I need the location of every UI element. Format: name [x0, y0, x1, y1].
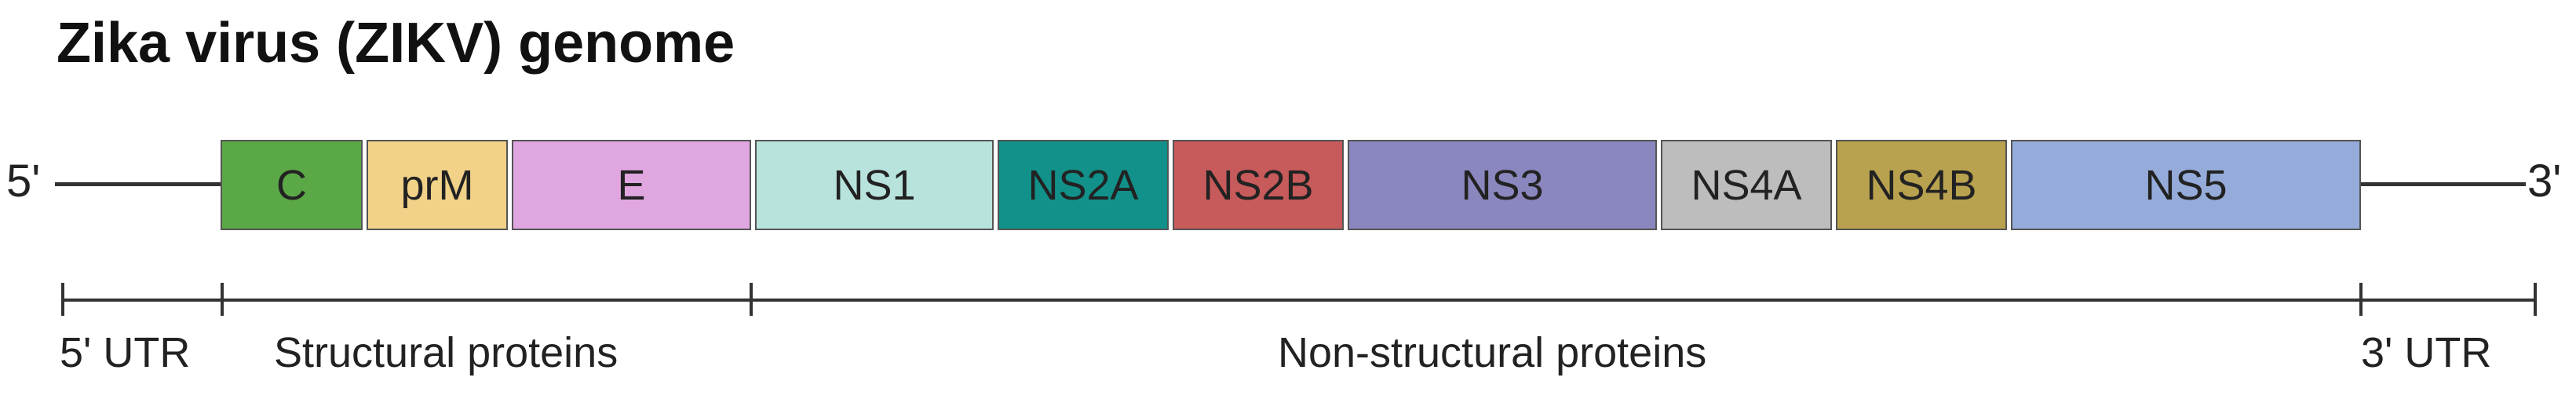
axis-tick-start [61, 283, 64, 316]
gene-ns5: NS5 [2011, 140, 2361, 230]
gene-ns4a: NS4A [1661, 140, 1832, 230]
gene-prm: prM [367, 140, 508, 230]
diagram-title: Zika virus (ZIKV) genome [57, 12, 735, 75]
region-label-structural-proteins: Structural proteins [274, 329, 618, 376]
three-prime-utr-line [2361, 182, 2526, 186]
five-prime-utr-line [55, 182, 221, 186]
five-prime-end-label: 5' [6, 156, 41, 207]
axis-tick-nonstructural-end [2359, 283, 2363, 316]
region-axis [61, 299, 2537, 302]
axis-tick-nonstructural-start [750, 283, 753, 316]
gene-ns4b: NS4B [1836, 140, 2007, 230]
gene-ns2b: NS2B [1173, 140, 1344, 230]
gene-ns3: NS3 [1348, 140, 1657, 230]
gene-ns1: NS1 [755, 140, 994, 230]
region-label-three-prime-utr: 3' UTR [2361, 329, 2492, 376]
axis-tick-structural-start [221, 283, 224, 316]
region-label-five-prime-utr: 5' UTR [60, 329, 191, 376]
gene-c: C [221, 140, 363, 230]
gene-e: E [512, 140, 751, 230]
three-prime-end-label: 3' [2527, 156, 2562, 207]
axis-tick-end [2534, 283, 2537, 316]
region-label-non-structural-proteins: Non-structural proteins [1278, 329, 1707, 376]
gene-ns2a: NS2A [998, 140, 1169, 230]
